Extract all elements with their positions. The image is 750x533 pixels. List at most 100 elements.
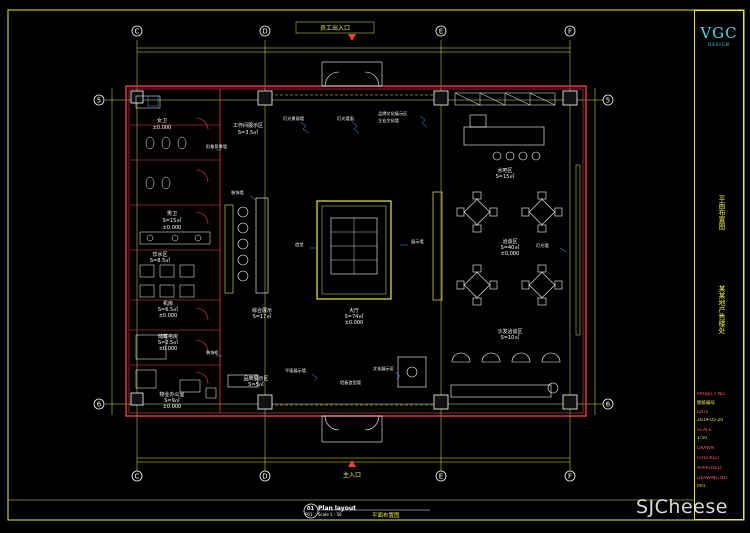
grid-label-f-top: F xyxy=(568,28,572,36)
note-0: 灯光景观墙 xyxy=(283,115,304,122)
bar-counter xyxy=(463,114,545,161)
grid-label-d-top: D xyxy=(262,28,267,36)
sheet-border xyxy=(7,9,745,521)
note-4: 企业文化墙 xyxy=(378,117,399,124)
grid-bubble-5-left xyxy=(93,94,105,106)
room-labels: 工作间展示区 S=3.5㎡ 女卫 ±0.000 男卫 S=15㎡ ±0.000 … xyxy=(150,117,523,410)
view-code: P01 xyxy=(305,512,313,517)
company-logo-subtitle: DESIGN xyxy=(708,42,730,47)
grid-bubble-f-top xyxy=(564,25,576,37)
tb-cell-4: SCALE xyxy=(697,428,712,433)
left-display xyxy=(224,197,269,294)
top-entrance-label-box xyxy=(295,21,375,34)
room-area-11: S=40㎡ xyxy=(501,244,520,251)
room-area-6: S=8.5㎡ xyxy=(150,257,170,264)
company-logo: VGC xyxy=(700,24,738,42)
top-entrance-label: 员工出入口 xyxy=(320,24,350,32)
note-6: 造型 xyxy=(295,241,303,248)
room-level-5: ±0.000 xyxy=(163,404,182,410)
grid-label-e-bottom: E xyxy=(439,473,443,481)
room-area-7: S=17㎡ xyxy=(253,313,272,320)
room-name-4: 储藏电房 xyxy=(158,333,178,340)
lobby-feature xyxy=(316,200,392,300)
tb-cell-7: CHECKED xyxy=(697,456,719,461)
room-area-2: S=15㎡ xyxy=(163,217,182,224)
note-11: 形象背景墙 xyxy=(206,143,227,150)
room-area-10: S=15㎡ xyxy=(496,173,515,180)
view-marker-circle xyxy=(303,503,319,519)
note-9: 文化展示区 xyxy=(373,365,394,372)
room-level-2: ±0.000 xyxy=(163,225,182,231)
room-level-8: ±0.000 xyxy=(345,320,364,326)
small-furniture xyxy=(227,356,427,388)
grid-label-6-left: 6 xyxy=(97,401,102,409)
top-entrance-arrow-icon xyxy=(348,34,356,41)
bottom-entrance-arrow-icon xyxy=(348,460,356,467)
view-title: Plan layout xyxy=(318,505,356,512)
room-area-5: S=9㎡ xyxy=(164,397,180,404)
tb-cell-0: PROJECT NO. xyxy=(697,392,727,397)
grid-bubble-5-right xyxy=(602,94,614,106)
view-title-chinese: 平面布置图 xyxy=(372,513,400,519)
sofa-lounge xyxy=(450,352,561,398)
room-area-0: S=3.5㎡ xyxy=(238,129,258,136)
note-2: 灯光墙面 xyxy=(337,115,354,122)
note-10: 灯光墙 xyxy=(536,242,549,249)
note-7: 展示墙 xyxy=(411,238,424,245)
drawing-title-vertical: 平面布置图 xyxy=(718,195,726,230)
grid-label-e-top: E xyxy=(439,28,443,36)
grid-bubble-6-left xyxy=(93,398,105,410)
title-block xyxy=(694,10,744,520)
annotation-leaders xyxy=(216,115,567,382)
room-level-11: ±0.000 xyxy=(501,251,520,257)
grid-label-6-right: 6 xyxy=(606,401,611,409)
entrance-doors xyxy=(321,61,383,443)
note-12: 装饰柜 xyxy=(206,349,219,356)
note-8: 装饰墙 xyxy=(231,189,244,196)
room-name-3: 机房 xyxy=(163,300,173,307)
service-room-fixtures xyxy=(135,95,217,399)
top-cabinets xyxy=(454,92,556,106)
service-doors xyxy=(195,117,209,385)
note-5: 铝板造型墙 xyxy=(340,379,361,386)
view-number: 01 xyxy=(307,506,314,512)
note-3: 平面展示墙 xyxy=(285,367,306,374)
tb-cell-1: 图纸编号 xyxy=(697,401,715,406)
room-level-1: ±0.000 xyxy=(153,125,172,131)
view-scale: Scale 1 : 50 xyxy=(318,512,342,517)
tb-cell-10: P01 xyxy=(697,484,706,489)
grid-label-d-bottom: D xyxy=(262,473,267,481)
annotation-notes: 灯光景观墙 品牌文化展示区 灯光墙面 平面展示墙 企业文化墙 铝板造型墙 造型 … xyxy=(206,110,549,386)
room-name-10: 水吧区 xyxy=(497,167,512,174)
room-name-0: 工作间展示区 xyxy=(233,122,263,129)
room-name-12: 沙发洽谈区 xyxy=(497,328,522,335)
grid-label-c-bottom: C xyxy=(135,473,140,481)
tb-cell-6: DRAWN xyxy=(697,446,715,451)
watermark: SJCheese xyxy=(636,496,728,518)
grid-label-5-left: 5 xyxy=(97,97,101,105)
room-area-4: S=2.5㎡ xyxy=(158,339,178,346)
tb-cell-2: DATE xyxy=(697,410,709,415)
structural-columns xyxy=(130,90,578,410)
curtain-walls xyxy=(270,94,581,406)
room-area-12: S=10㎡ xyxy=(501,334,520,341)
grid-label-c-top: C xyxy=(135,28,140,36)
room-level-4: ±0.000 xyxy=(159,346,178,352)
right-feature-wall xyxy=(432,191,443,301)
grid-bubble-c-bottom xyxy=(131,470,143,482)
grid-bubble-d-bottom xyxy=(259,470,271,482)
room-name-1: 女卫 xyxy=(157,117,167,124)
grid-bubble-d-top xyxy=(259,25,271,37)
tb-cell-3: 2019-05-20 xyxy=(697,418,724,423)
room-name-9: 品牌展示区 xyxy=(243,375,268,382)
room-area-3: S=6.5㎡ xyxy=(158,306,178,313)
room-name-5: 物业办公室 xyxy=(159,391,184,398)
room-name-6: 饮水区 xyxy=(152,251,167,258)
room-level-3: ±0.000 xyxy=(159,313,178,319)
tb-cell-9: DRAWING NO. xyxy=(697,476,729,481)
grid-label-f-bottom: F xyxy=(568,473,572,481)
negotiation-tables xyxy=(456,191,563,306)
grid-bubbles xyxy=(93,25,614,482)
grid-bubble-e-bottom xyxy=(435,470,447,482)
